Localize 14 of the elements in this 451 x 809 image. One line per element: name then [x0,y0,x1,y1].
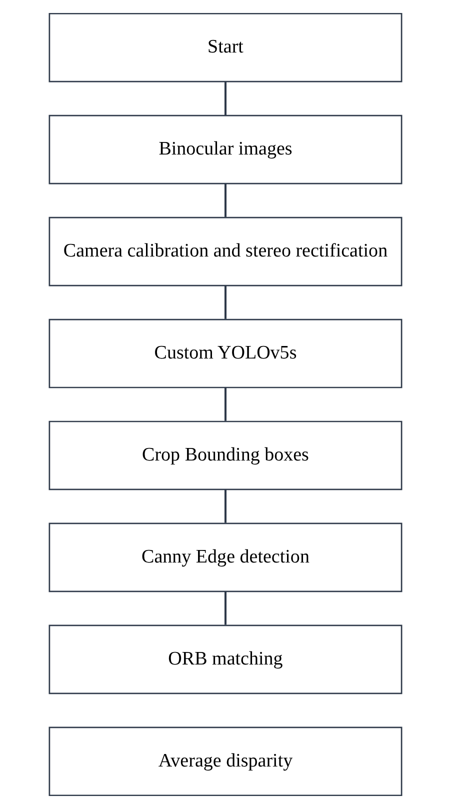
node-box: Start [48,12,402,82]
connector [224,490,227,523]
node-box: Camera calibration and stereo rectification [48,216,402,286]
node-box: Custom YOLOv5s [48,318,402,388]
node-box: Crop Bounding boxes [48,420,402,490]
connector [224,184,227,217]
node-box: Binocular images [48,114,402,184]
connector [224,388,227,421]
connector [224,592,227,625]
connector [224,286,227,319]
connector [224,82,227,115]
node-box: Canny Edge detection [48,522,402,592]
node-box: Average disparity [48,726,402,796]
node-box: ORB matching [48,624,402,694]
